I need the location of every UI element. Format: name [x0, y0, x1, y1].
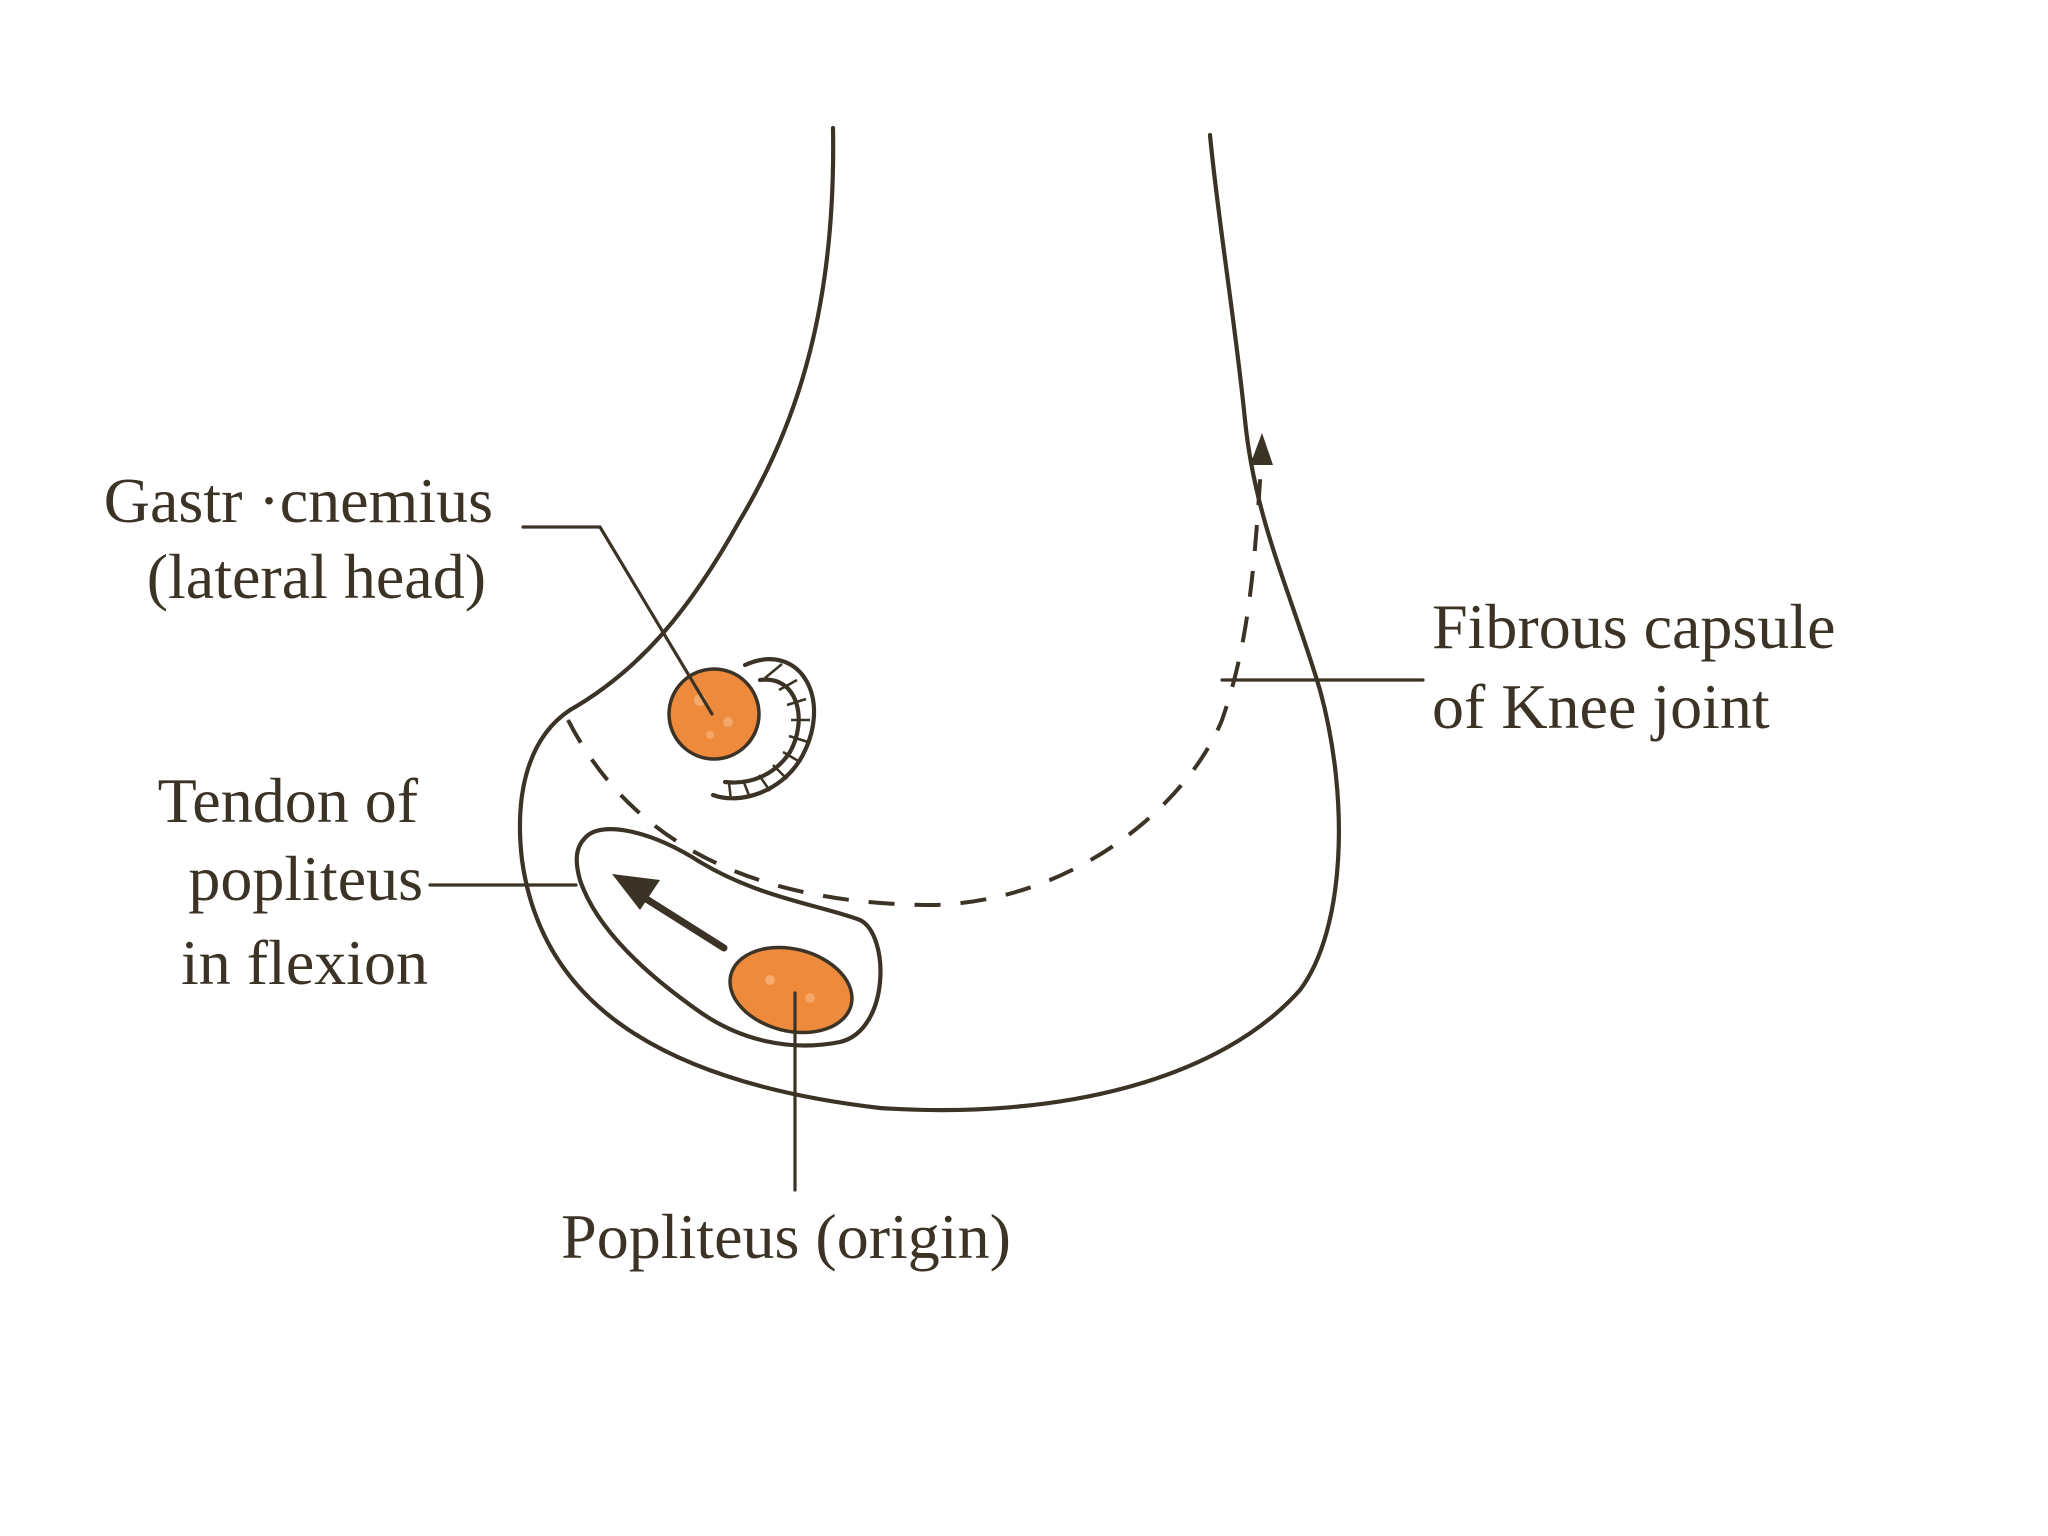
- fibrous-capsule-label-line2: of Knee joint: [1432, 671, 1770, 742]
- gastrocnemius-bursa-inner: [722, 677, 801, 785]
- tendon-label-line2: popliteus: [188, 843, 423, 914]
- femur-condyle-outline: [517, 125, 1341, 1113]
- fibrous-capsule-label-line1: Fibrous capsule: [1432, 591, 1836, 662]
- popliteus-origin-disc: [728, 945, 854, 1035]
- bursa-hatching: [727, 663, 810, 801]
- flexion-arrowhead: [612, 874, 660, 910]
- flexion-arrow-shaft: [636, 891, 728, 952]
- gastrocnemius-origin-disc: [667, 667, 761, 761]
- gastrocnemius-label-line1: Gastr ·cnemius: [104, 465, 493, 536]
- capsule-arrowhead: [1250, 433, 1273, 465]
- popliteus-speckle: [765, 975, 775, 985]
- gastrocnemius-leader-line: [521, 525, 714, 716]
- gastrocnemius-bursa-outer: [710, 657, 817, 801]
- popliteus-tendon-groove: [574, 827, 883, 1048]
- tendon-label-line3: in flexion: [181, 927, 428, 998]
- gastrocnemius-speckle: [723, 717, 733, 727]
- gastrocnemius-speckle: [706, 731, 714, 739]
- tendon-label-line1: Tendon of: [158, 765, 419, 836]
- gastrocnemius-label-line2: (lateral head): [147, 541, 486, 612]
- gastrocnemius-origin: [667, 657, 817, 801]
- popliteus-speckle: [805, 993, 815, 1003]
- popliteus-origin-label: Popliteus (origin): [561, 1201, 1011, 1272]
- fibrous-capsule-dashed-line: [566, 449, 1264, 908]
